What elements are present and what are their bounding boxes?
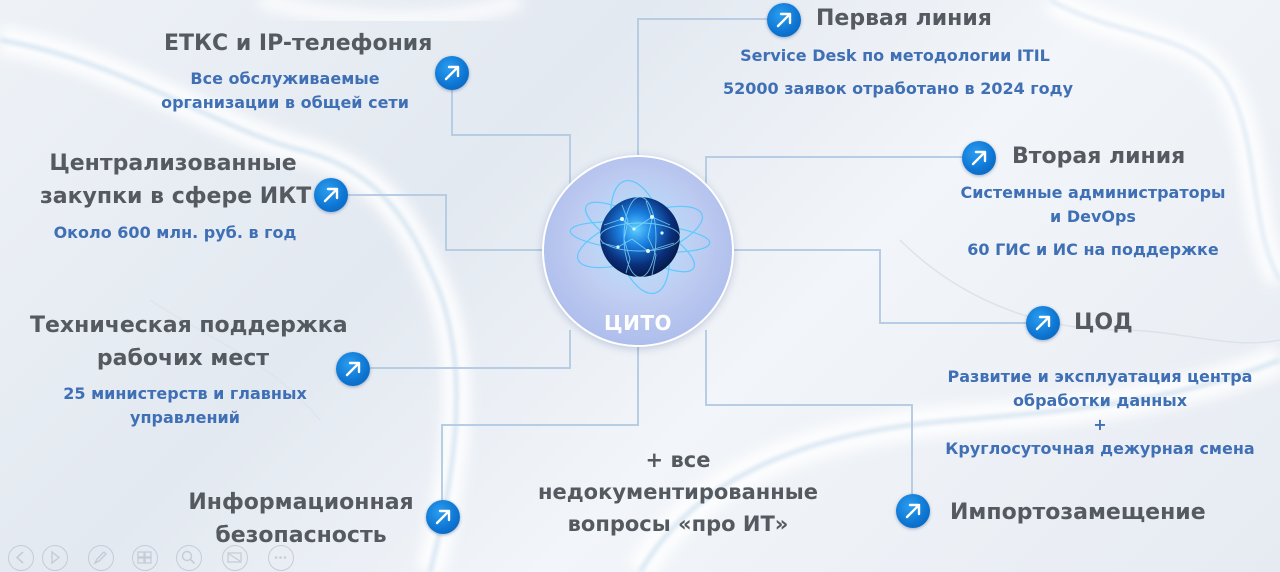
subtitles-icon[interactable] <box>222 545 248 571</box>
globe-icon <box>569 171 711 303</box>
node-procurement-title-line: Централизованные <box>49 151 297 176</box>
back-icon[interactable] <box>8 545 34 571</box>
node-first-line-title: Первая линия <box>816 6 992 31</box>
node-workplaces-title-line: рабочих мест <box>96 346 270 371</box>
play-icon[interactable] <box>42 545 68 571</box>
node-first-line-subtitle-1: Service Desk по методологии ITIL <box>740 46 1050 65</box>
node-workplaces-title: Техническая поддержка рабочих мест <box>30 309 348 375</box>
node-infosec-title-line: безопасность <box>215 523 387 548</box>
node-workplaces-title-line: Техническая поддержка <box>30 313 348 338</box>
connector-procurement <box>348 194 542 251</box>
arrow-up-right-icon[interactable] <box>426 500 460 534</box>
node-dc-subtitle-line: обработки данных <box>1012 391 1188 410</box>
connector-infosec <box>441 347 639 502</box>
node-undocumented-line: недокументированные <box>537 480 819 504</box>
node-undocumented-text: + все недокументированные вопросы «про И… <box>528 444 828 540</box>
pen-icon[interactable] <box>88 545 114 571</box>
connector-first-line <box>637 18 770 155</box>
node-import-title: Импортозамещение <box>950 500 1206 525</box>
hub-circle: ЦИТО <box>542 155 734 347</box>
node-undocumented-line: вопросы «про ИТ» <box>567 512 789 536</box>
connector-second-line <box>705 156 962 185</box>
node-second-line-subtitle-line: Системные администраторы <box>960 183 1226 202</box>
node-procurement-title-line: закупки в сфере ИКТ <box>40 184 312 209</box>
node-dc-title: ЦОД <box>1074 310 1133 335</box>
arrow-up-right-icon[interactable] <box>336 352 370 386</box>
node-second-line-subtitle-line: и DevOps <box>1050 207 1136 226</box>
node-infosec-title-line: Информационная <box>188 490 414 515</box>
connector-dc <box>734 249 1026 324</box>
node-second-line-subtitle-extra: 60 ГИС и ИС на поддержке <box>967 240 1219 259</box>
arrow-up-right-icon[interactable] <box>1026 306 1060 340</box>
node-second-line-subtitle: Системные администраторы и DevOps <box>952 181 1234 229</box>
node-second-line-title: Вторая линия <box>1012 144 1186 169</box>
node-dc-subtitle: Развитие и эксплуатация центра обработки… <box>944 365 1256 461</box>
node-workplaces-subtitle: 25 министерств и главных управлений <box>50 382 320 430</box>
node-workplaces-subtitle-line: 25 министерств и главных <box>63 384 307 403</box>
hub-label: ЦИТО <box>604 311 672 335</box>
slides-icon[interactable] <box>132 545 158 571</box>
node-etks-subtitle-line: организации в общей сети <box>161 93 409 112</box>
node-first-line-subtitle-2: 52000 заявок отработано в 2024 году <box>722 79 1073 98</box>
node-dc-subtitle-line: + <box>1093 415 1107 434</box>
arrow-up-right-icon[interactable] <box>435 56 469 90</box>
node-undocumented-line: + все <box>645 448 711 472</box>
node-etks-subtitle: Все обслуживаемые организации в общей се… <box>160 67 410 115</box>
zoom-icon[interactable] <box>176 545 202 571</box>
node-etks-title: ЕТКС и IP-телефония <box>164 31 433 56</box>
arrow-up-right-icon[interactable] <box>962 141 996 175</box>
node-dc-subtitle-line: Круглосуточная дежурная смена <box>945 439 1255 458</box>
node-workplaces-subtitle-line: управлений <box>130 408 240 427</box>
connector-etks <box>451 73 571 185</box>
node-infosec-title: Информационная безопасность <box>186 486 416 552</box>
node-procurement-subtitle: Около 600 млн. руб. в год <box>53 223 297 242</box>
node-dc-subtitle-line: Развитие и эксплуатация центра <box>947 367 1253 386</box>
arrow-up-right-icon[interactable] <box>314 178 348 212</box>
arrow-up-right-icon[interactable] <box>896 494 930 528</box>
node-etks-subtitle-line: Все обслуживаемые <box>190 69 380 88</box>
arrow-up-right-icon[interactable] <box>767 3 801 37</box>
more-icon[interactable] <box>268 545 294 571</box>
connector-workplaces <box>370 330 571 369</box>
node-procurement-title: Централизованные закупки в сфере ИКТ <box>40 147 312 213</box>
